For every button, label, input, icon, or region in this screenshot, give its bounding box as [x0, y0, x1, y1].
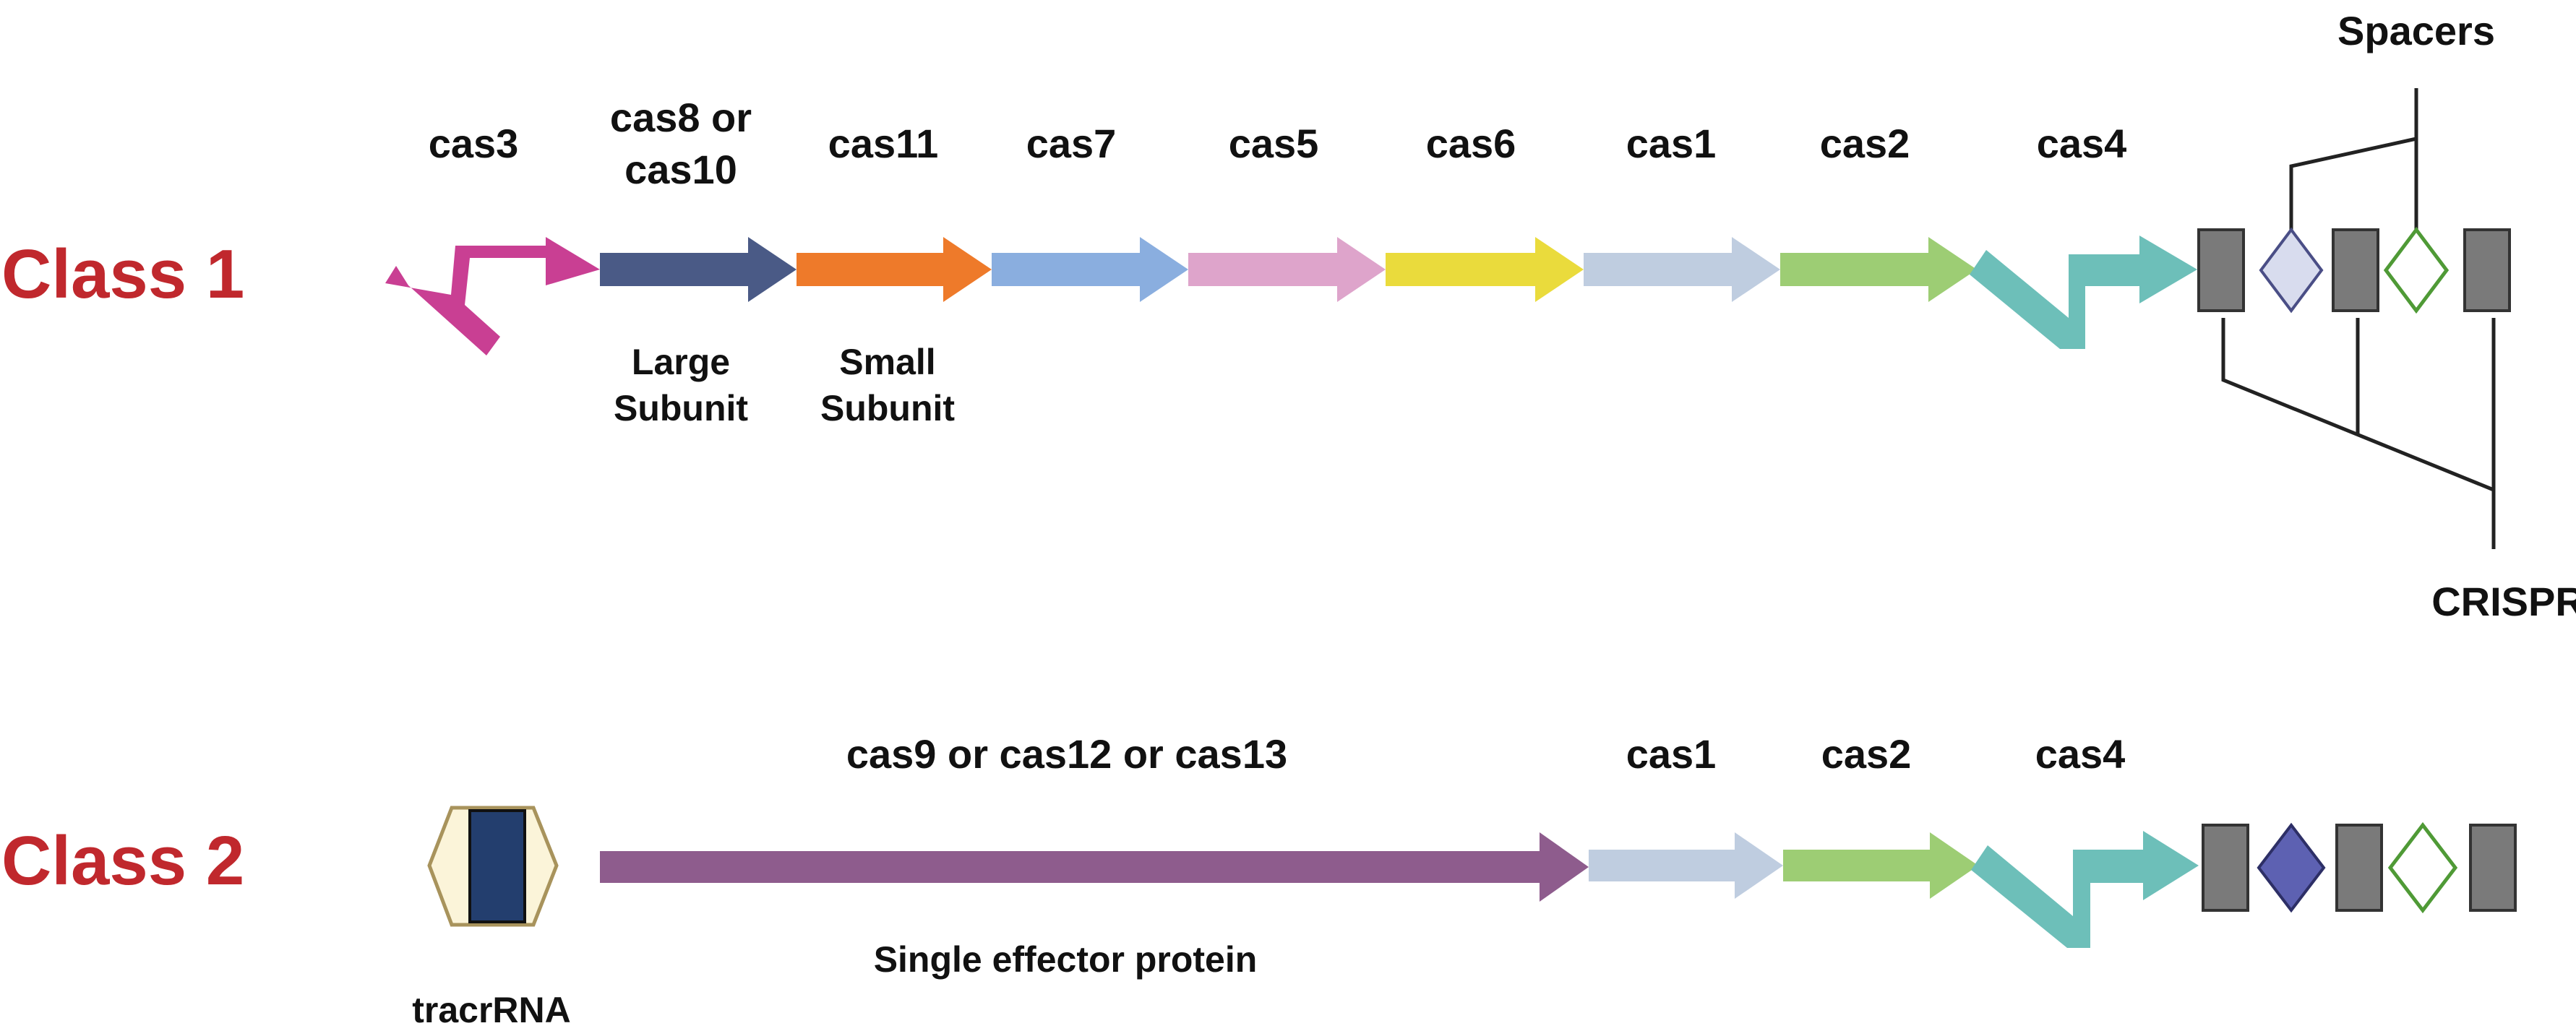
cas5-label: cas5: [1229, 121, 1319, 166]
cas4-gene-arrow: [1970, 236, 2197, 349]
small-subunit-line1: Small: [839, 342, 935, 382]
class2-crispr-array: [2202, 821, 2517, 914]
class2-cas2-label: cas2: [1821, 731, 1912, 777]
cas6-label: cas6: [1426, 121, 1516, 166]
small-subunit-line2: Subunit: [820, 388, 955, 428]
crispr-repeat-1: [2197, 228, 2245, 312]
cas8-label-line1: cas8 or: [610, 95, 752, 140]
class1-crispr-array: [2197, 88, 2511, 549]
cas3-label: cas3: [429, 121, 519, 166]
cas11-label: cas11: [828, 121, 939, 166]
cas1-gene-arrow: [1584, 237, 1780, 302]
class2-crispr-repeat-1: [2202, 824, 2249, 912]
cas1-label: cas1: [1626, 121, 1717, 166]
tracrrna-element: [427, 806, 559, 927]
cas8-gene-arrow: [600, 237, 797, 302]
crispr-repeat-3: [2463, 228, 2511, 312]
class2-spacer-diamond-2: [2387, 821, 2458, 914]
cas8-label-line2: cas10: [624, 147, 737, 192]
effector-gene-arrow: [600, 832, 1589, 902]
class2-crispr-repeat-2: [2335, 824, 2383, 912]
large-subunit-line1: Large: [632, 342, 730, 382]
cas11-gene-arrow: [797, 237, 992, 302]
class2-cas2-gene-arrow: [1783, 832, 1978, 899]
class2-cas4-gene-arrow: [1971, 831, 2199, 948]
spacer-diamond-2: [2383, 226, 2450, 314]
class2-cas1-label: cas1: [1626, 731, 1717, 777]
class2-spacer-diamond-1: [2257, 822, 2326, 913]
class1-label: Class 1: [1, 236, 244, 313]
crispr-repeat-2: [2332, 228, 2379, 312]
spacer-diamond-1: [2259, 227, 2324, 314]
class2-cas4-label: cas4: [2035, 731, 2126, 777]
cas4-label: cas4: [2037, 121, 2127, 166]
cas3-gene-arrow: [385, 237, 600, 355]
tracrrna-block: [468, 809, 526, 923]
cas7-gene-arrow: [992, 237, 1188, 302]
crispr-connector: [2221, 318, 2496, 549]
spacers-connector: [2289, 88, 2418, 230]
cas2-label: cas2: [1820, 121, 1910, 166]
class2-crispr-repeat-3: [2469, 824, 2517, 912]
cas5-gene-arrow: [1188, 237, 1386, 302]
effector-label: cas9 or cas12 or cas13: [846, 731, 1287, 777]
class2-cas1-gene-arrow: [1589, 832, 1783, 899]
class2-label: Class 2: [1, 822, 244, 900]
spacers-label: Spacers: [2337, 8, 2495, 53]
large-subunit-line2: Subunit: [614, 388, 748, 428]
effector-description: Single effector protein: [874, 939, 1258, 980]
cas6-gene-arrow: [1386, 237, 1584, 302]
cas7-label: cas7: [1026, 121, 1117, 166]
crispr-label: CRISPR: [2431, 579, 2576, 624]
cas2-gene-arrow: [1780, 237, 1977, 302]
tracrrna-label: tracrRNA: [412, 990, 571, 1030]
